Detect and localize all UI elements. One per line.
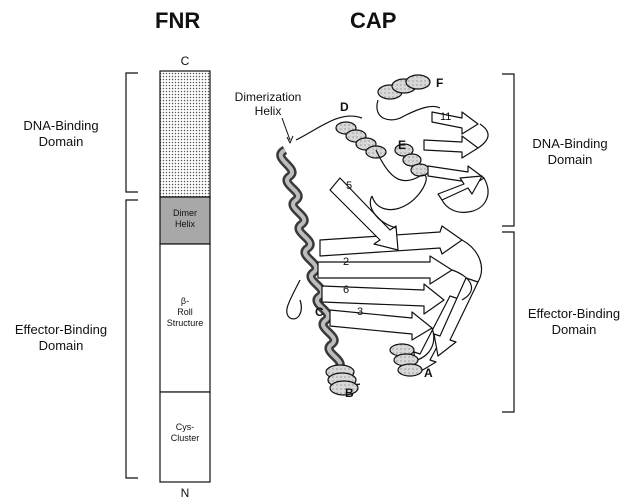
cap-dna-bracket [502, 74, 514, 226]
cap-effector-binding-label: Effector-Binding Domain [516, 306, 632, 338]
helix-label-e: E [398, 138, 406, 152]
fnr-dna-segment [160, 71, 210, 197]
fnr-dimer-helix-label: Dimer Helix [160, 208, 210, 230]
fnr-cys-cluster-label: Cys- Cluster [160, 422, 210, 444]
cap-dna-binding-label: DNA-Binding Domain [520, 136, 620, 168]
helix-label-a: A [424, 366, 433, 380]
fnr-effector-bracket [126, 200, 138, 478]
cap-ribbon [281, 75, 488, 395]
dna-domain-strands [424, 112, 484, 200]
helix-label-d: D [340, 100, 349, 114]
strand-label-5: 5 [346, 180, 352, 192]
helix-d [336, 122, 386, 158]
fnr-c-terminus-label: C [178, 53, 192, 69]
cap-effector-bracket [502, 232, 514, 412]
fnr-beta-roll-label: β- Roll Structure [160, 296, 210, 329]
helix-label-f: F [436, 76, 443, 90]
strand-label-3: 3 [357, 306, 363, 318]
helix-f [378, 75, 430, 99]
fnr-dna-binding-label: DNA-Binding Domain [2, 118, 120, 150]
dimerization-helix [281, 150, 340, 368]
fnr-effector-binding-label: Effector-Binding Domain [2, 322, 120, 354]
fnr-dna-bracket [126, 73, 138, 192]
strand-label-11: 11 [440, 111, 451, 123]
dimerization-helix-label: Dimerization Helix [222, 90, 314, 118]
fnr-n-terminus-label: N [178, 485, 192, 501]
helix-label-b: B [345, 386, 354, 400]
helix-a [390, 344, 422, 376]
fnr-bar [160, 71, 210, 482]
strand-label-2: 2 [343, 256, 349, 268]
strand-label-6: 6 [343, 284, 349, 296]
helix-label-c: C [315, 305, 324, 319]
